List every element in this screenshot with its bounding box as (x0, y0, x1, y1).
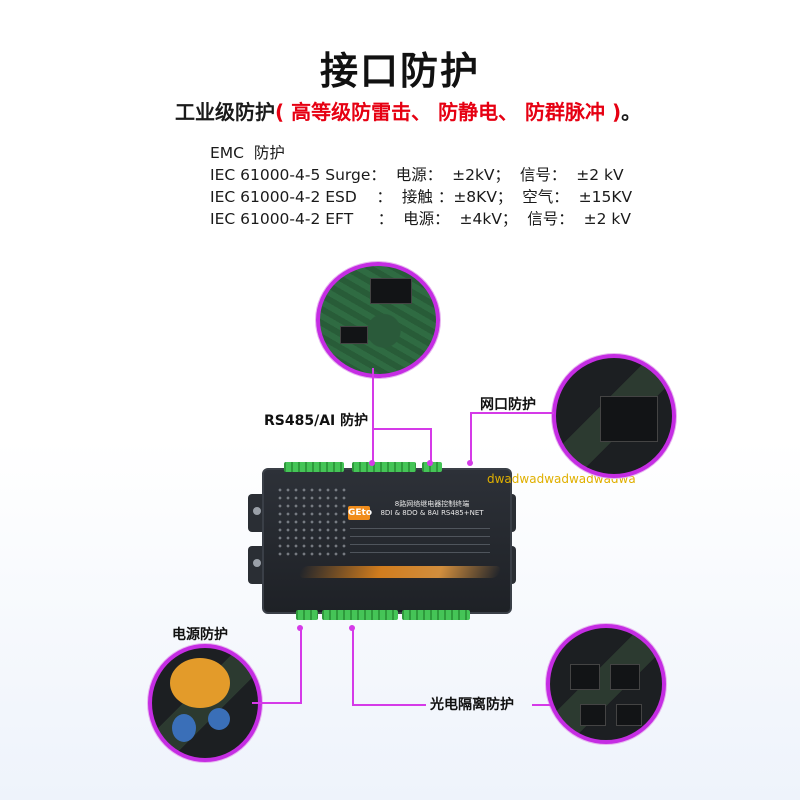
device-panel-label: 8路网络继电器控制终端 8DI & 8DO & 8AI RS485+NET (372, 500, 492, 518)
subtitle: 工业级防护( 高等级防雷击、 防静电、 防群脉冲 )。 (175, 96, 641, 125)
callout-dot (369, 460, 375, 466)
page-title: 接口防护 (319, 49, 480, 93)
callout-line (470, 412, 472, 464)
spec-line: IEC 61000-4-2 ESD ： 接触 ：±8KV； 空气： ±15KV (210, 188, 633, 206)
callout-line (372, 428, 432, 430)
callout-line (300, 628, 302, 704)
spec-line: EMC 防护 (210, 144, 285, 162)
varistor-icon (170, 658, 230, 708)
callout-line (470, 412, 554, 414)
zoom-opto (546, 624, 666, 744)
terminal-block (402, 610, 470, 620)
device-line1: 8路网络继电器控制终端 (394, 500, 470, 508)
zoom-power (148, 644, 262, 762)
callout-dot (349, 625, 355, 631)
callout-dot (297, 625, 303, 631)
spec-list: EMC 防护 IEC 61000-4-5 Surge： 电源： ±2kV； 信号… (210, 142, 632, 230)
subtitle-highlight: ( 高等级防雷击、 防静电、 防群脉冲 ) (275, 100, 622, 124)
capacitor-icon (172, 714, 196, 742)
spec-line: IEC 61000-4-5 Surge： 电源： ±2kV； 信号： ±2 kV (210, 166, 624, 184)
spec-line: IEC 61000-4-2 EFT ： 电源： ±4kV； 信号： ±2 kV (210, 210, 631, 228)
terminal-block (352, 462, 416, 472)
chip (370, 278, 412, 304)
chip (616, 704, 642, 726)
zoom-ethernet (552, 354, 676, 478)
callout-line (352, 704, 426, 706)
terminal-block (296, 610, 318, 620)
device-line2: 8DI & 8DO & 8AI RS485+NET (380, 509, 484, 517)
chip (570, 664, 600, 690)
callout-dot (427, 460, 433, 466)
callout-line (252, 702, 302, 704)
chip (600, 396, 658, 442)
chip (340, 326, 368, 344)
label-opto-protection: 光电隔离防护 (430, 697, 514, 713)
label-ethernet-protection: 网口防护 (480, 397, 536, 413)
terminal-block (322, 610, 398, 620)
model-table (350, 528, 490, 560)
indicator-grid (276, 486, 346, 560)
label-power-protection: 电源防护 (172, 627, 228, 643)
callout-line (372, 368, 374, 464)
callout-line (532, 704, 550, 706)
subtitle-suffix: 。 (621, 100, 642, 124)
callout-dot (467, 460, 473, 466)
subtitle-prefix: 工业级防护 (175, 100, 275, 124)
device-stripe (297, 566, 503, 578)
chip (580, 704, 606, 726)
mount-ear-left (248, 494, 266, 532)
capacitor-icon (208, 708, 230, 730)
terminal-block (422, 462, 442, 472)
brand-logo: GEto (348, 506, 373, 520)
callout-line (352, 628, 354, 706)
label-rs485-protection: RS485/AI 防护 (264, 413, 369, 429)
terminal-block (284, 462, 344, 472)
zoom-rs485 (316, 262, 440, 378)
chip (610, 664, 640, 690)
callout-line (430, 428, 432, 464)
mount-ear-left (248, 546, 266, 584)
